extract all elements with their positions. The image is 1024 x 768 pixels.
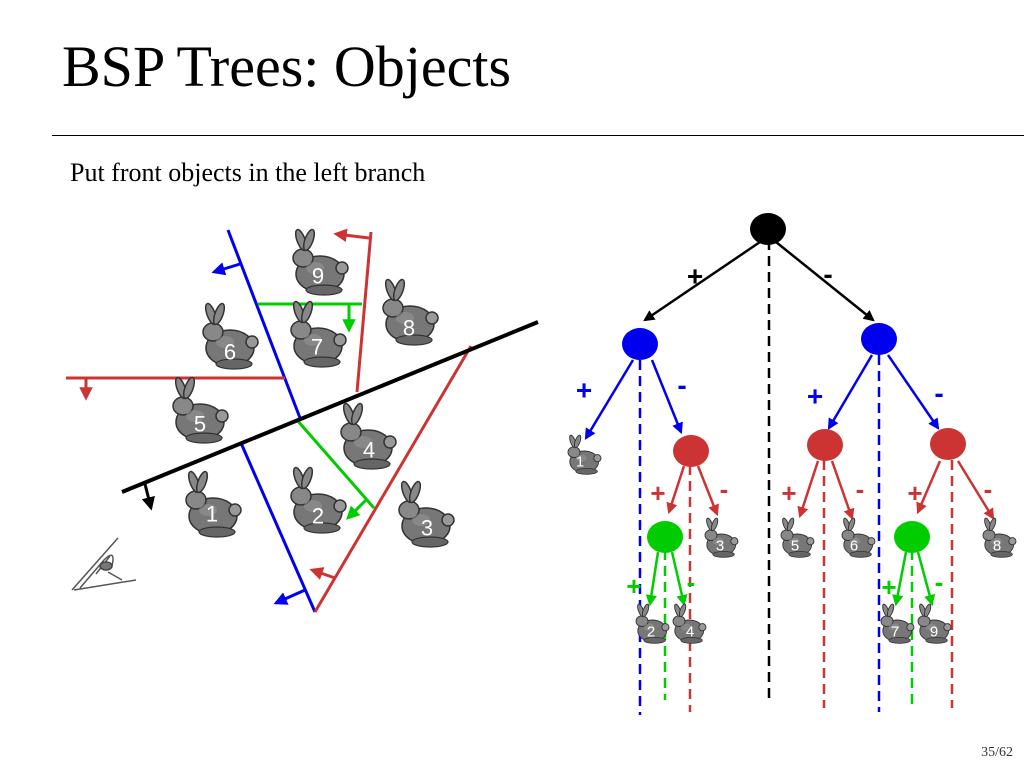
slide-title: BSP Trees: Objects [62,34,512,99]
tree-edges [584,240,995,607]
title-divider [52,135,1024,136]
scene-bunny-3-label: 3 [421,516,433,541]
leaf-4-label: 4 [686,624,694,641]
red-b-plus-sign: + [781,478,796,508]
root-plus-sign: + [687,261,703,292]
red-a-minus-sign: - [720,474,729,504]
green-b-plus-sign: + [881,572,896,602]
leaf-9-label: 9 [930,624,938,641]
blue-right-plus-sign: + [807,381,823,412]
scene-bunny-4-label: 4 [363,438,375,463]
scene-bunny-2-label: 2 [312,504,324,529]
tree-node-green-b [894,521,930,553]
green-b-minus-sign: - [935,567,944,597]
eye-icon [71,537,137,591]
red-a-plus-sign: + [650,478,665,508]
bunny-icon [567,433,602,475]
blue-right-minus-sign: - [934,378,943,409]
scene-bunny-5-label: 5 [194,412,206,437]
scene-planes [66,228,539,613]
scene-bunny-7-label: 7 [311,335,323,360]
blue-left-plus-sign: + [576,375,592,406]
leaf-8-label: 8 [993,538,1001,555]
red-c-minus-sign: - [984,474,993,504]
scene-bunny-6-label: 6 [224,340,236,365]
slide-subtitle: Put front objects in the left branch [70,158,426,187]
green-a-minus-sign: - [687,567,696,597]
page-number: 35/62 [981,745,1013,760]
leaf-2-label: 2 [647,624,655,641]
scene-bunny-1-label: 1 [206,502,218,527]
scene-bunny-8-label: 8 [403,316,415,341]
scene-bunny-9-label: 9 [312,264,324,289]
tree-node-green-a [647,521,683,553]
tree-node-red-a [673,435,709,467]
leaf-6-label: 6 [850,538,858,555]
red-b-minus-sign: - [856,474,865,504]
tree-node-red-b [807,429,843,461]
leaf-1-label: 1 [576,454,584,471]
root-minus-sign: - [823,259,832,290]
red-c-plus-sign: + [907,478,922,508]
tree-node-red-c [930,428,966,460]
leaf-3-label: 3 [716,538,724,555]
bunny-icon [841,516,876,558]
tree-node-blue-left [622,328,658,360]
blue-left-minus-sign: - [677,370,686,401]
leaf-5-label: 5 [791,538,799,555]
leaf-7-label: 7 [891,624,899,641]
tree-node-root [750,213,786,245]
green-a-plus-sign: + [626,571,641,601]
tree-dashed-guides [638,240,954,715]
tree-node-blue-right [861,323,897,355]
